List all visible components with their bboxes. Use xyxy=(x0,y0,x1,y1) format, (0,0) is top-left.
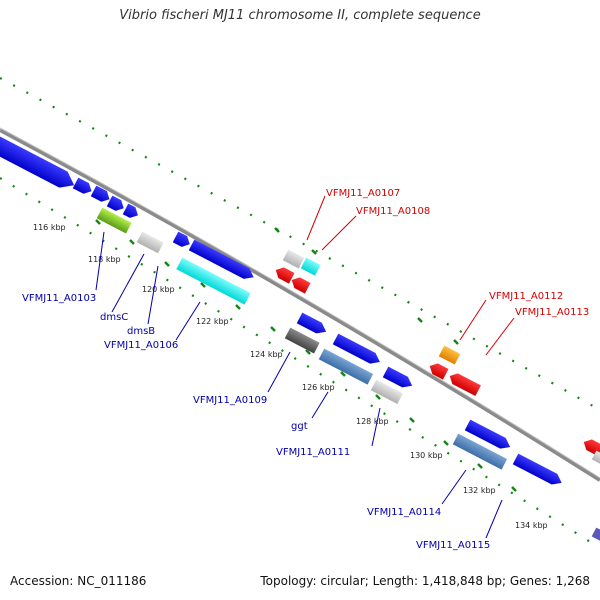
leader-line xyxy=(95,231,105,291)
outer-track-genes xyxy=(275,249,600,465)
gene-label: ggt xyxy=(291,421,308,432)
gene-label: dmsC xyxy=(100,312,128,323)
gene-feature xyxy=(284,327,320,354)
leader-line xyxy=(485,499,503,539)
tick-mark xyxy=(409,417,415,423)
outer-dotted-guide xyxy=(0,77,600,411)
leader-line xyxy=(371,407,381,447)
gene-feature xyxy=(591,527,600,542)
leader-line xyxy=(311,391,329,419)
gene-feature xyxy=(296,312,327,334)
tick-mark xyxy=(200,282,206,288)
topology-text: Topology: circular; Length: 1,418,848 bp… xyxy=(260,574,590,588)
tick-label: 124 kbp xyxy=(250,350,283,359)
tick-label: 134 kbp xyxy=(515,521,548,530)
leader-line xyxy=(485,317,515,356)
tick-mark xyxy=(511,486,517,492)
gene-feature xyxy=(438,345,461,365)
gene-feature xyxy=(90,185,110,202)
leader-line xyxy=(147,265,159,325)
tick-label: 128 kbp xyxy=(356,417,389,426)
gene-feature xyxy=(176,257,251,305)
tick-mark xyxy=(235,304,241,310)
tick-label: 132 kbp xyxy=(463,486,496,495)
gene-label: VFMJ11_A0114 xyxy=(367,507,441,518)
gene-label: VFMJ11_A0106 xyxy=(104,340,178,351)
tick-label: 122 kbp xyxy=(196,317,229,326)
gene-label: VFMJ11_A0107 xyxy=(326,188,400,199)
gene-feature xyxy=(382,366,413,388)
tick-mark xyxy=(305,349,311,355)
gene-feature xyxy=(188,239,254,279)
tick-mark xyxy=(270,326,276,332)
chromosome-backbone xyxy=(0,127,600,482)
gene-feature xyxy=(449,373,481,397)
gene-feature xyxy=(464,419,511,449)
forward-strand-genes xyxy=(0,130,138,218)
leader-line xyxy=(321,215,357,251)
gene-label: dmsB xyxy=(127,326,155,337)
tick-mark xyxy=(95,219,101,225)
gene-feature xyxy=(96,207,132,234)
gene-feature xyxy=(512,453,562,485)
leader-line xyxy=(111,253,145,313)
tick-mark xyxy=(340,371,346,377)
tick-label: 126 kbp xyxy=(302,383,335,392)
gene-feature xyxy=(370,379,403,405)
tick-mark xyxy=(164,261,170,267)
inner-track-genes xyxy=(96,207,600,542)
gene-feature xyxy=(318,348,374,385)
tick-mark xyxy=(417,317,423,323)
gene-feature xyxy=(300,257,321,276)
gene-feature xyxy=(452,433,508,470)
leader-line xyxy=(441,469,467,505)
scale-tick-labels: 116 kbp 118 kbp 120 kbp 122 kbp 124 kbp … xyxy=(33,223,548,530)
scale-tick-marks xyxy=(95,219,517,492)
tick-mark xyxy=(443,440,449,446)
red-gene-labels: VFMJ11_A0107 VFMJ11_A0108 VFMJ11_A0112 V… xyxy=(326,188,589,318)
gene-label: VFMJ11_A0113 xyxy=(515,307,589,318)
gene-feature xyxy=(291,277,311,294)
gene-label: VFMJ11_A0115 xyxy=(416,540,490,551)
map-title: Vibrio fischeri MJ11 chromosome II, comp… xyxy=(119,8,481,23)
tick-label: 116 kbp xyxy=(33,223,66,232)
leader-line xyxy=(267,351,291,393)
gene-feature xyxy=(591,450,600,465)
tick-label: 118 kbp xyxy=(88,255,121,264)
gene-feature xyxy=(275,267,295,284)
tick-label: 130 kbp xyxy=(410,451,443,460)
blue-leader-lines xyxy=(95,231,503,539)
gene-feature xyxy=(72,177,92,194)
tick-label: 120 kbp xyxy=(142,285,175,294)
inner-dotted-guide xyxy=(0,177,600,549)
red-leader-lines xyxy=(306,195,515,356)
leader-line xyxy=(459,299,487,341)
leader-line xyxy=(175,301,201,341)
blue-gene-labels: VFMJ11_A0103 dmsC dmsB VFMJ11_A0106 VFMJ… xyxy=(22,293,490,551)
gene-feature xyxy=(429,363,449,380)
outer-tick-marks xyxy=(274,227,459,345)
leader-line xyxy=(306,195,326,241)
gene-label: VFMJ11_A0112 xyxy=(489,291,563,302)
tick-mark xyxy=(375,394,381,400)
gene-label: VFMJ11_A0109 xyxy=(193,395,267,406)
gene-feature xyxy=(122,203,138,218)
gene-label: VFMJ11_A0111 xyxy=(276,447,350,458)
gene-feature xyxy=(282,249,305,269)
gene-feature xyxy=(136,231,164,254)
tick-mark xyxy=(311,249,317,255)
accession-text: Accession: NC_011186 xyxy=(10,574,147,588)
gene-feature xyxy=(0,130,75,188)
tick-mark xyxy=(129,239,135,245)
gene-feature xyxy=(106,195,124,211)
tick-mark xyxy=(274,227,280,233)
tick-mark xyxy=(477,463,483,469)
gene-feature xyxy=(332,333,380,364)
tick-mark xyxy=(453,339,459,345)
gene-label: VFMJ11_A0108 xyxy=(356,206,430,217)
gene-feature xyxy=(172,231,190,247)
gene-label: VFMJ11_A0103 xyxy=(22,293,96,304)
